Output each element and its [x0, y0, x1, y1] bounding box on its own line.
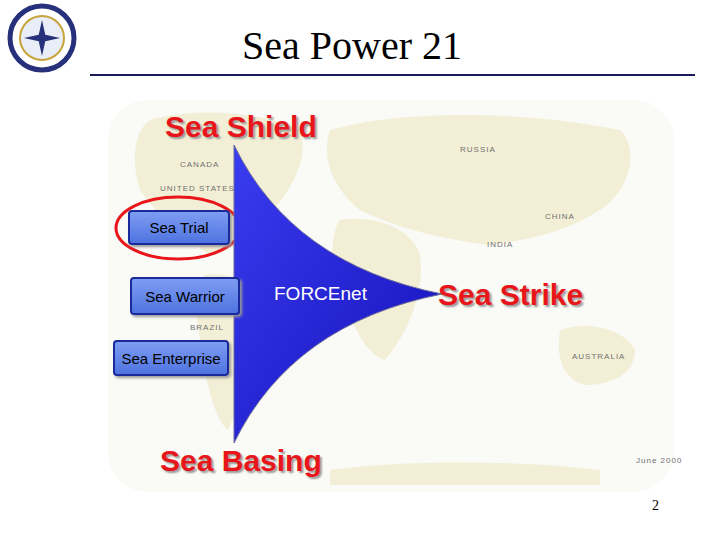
map-label: BRAZIL	[190, 323, 224, 332]
pillar-box: Sea Warrior	[130, 277, 240, 315]
logo-ring	[10, 6, 74, 70]
logo-compass	[24, 20, 60, 56]
antarctica	[330, 463, 600, 486]
box-label: Sea Enterprise	[121, 350, 220, 367]
map-label: June 2000	[636, 456, 682, 465]
wedge-label: FORCEnet	[274, 283, 367, 305]
map-label: INDIA	[487, 240, 513, 249]
pillar-heading: Sea Shield	[165, 110, 317, 144]
map-label: UNITED STATES	[160, 184, 235, 193]
box-label: Sea Warrior	[145, 288, 224, 305]
map-label: RUSSIA	[460, 145, 496, 154]
wedge-path	[234, 145, 442, 443]
forcenet-wedge: FORCEnet	[232, 145, 444, 443]
australia	[559, 326, 635, 385]
slide-title: Sea Power 21	[242, 22, 462, 69]
box-label: Sea Trial	[149, 219, 208, 236]
map-ocean	[108, 100, 674, 492]
highlight-ellipse	[116, 197, 240, 259]
logo-inner	[20, 16, 64, 60]
page-number: 2	[652, 498, 659, 514]
map-label: CHINA	[545, 212, 575, 221]
map-label: AUSTRALIA	[572, 352, 625, 361]
pillar-box: Sea Enterprise	[113, 340, 229, 376]
pillar-heading: Sea Strike	[438, 278, 583, 312]
title-rule	[90, 74, 695, 76]
pillar-box: Sea Trial	[128, 210, 230, 245]
pillar-heading: Sea Basing	[160, 444, 322, 478]
map-label: CANADA	[180, 160, 219, 169]
